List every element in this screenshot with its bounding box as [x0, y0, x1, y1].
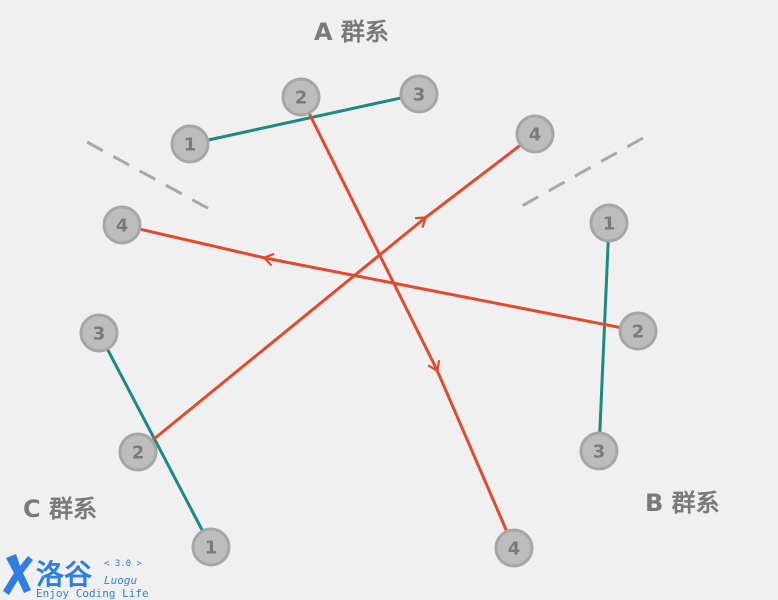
node-a3: 3	[399, 74, 439, 114]
cluster-c-title: C 群系	[23, 495, 97, 523]
node-b3: 3	[579, 431, 619, 471]
edge-b1-b3	[597, 222, 611, 452]
node-b2-label: 2	[632, 322, 645, 343]
divider-left	[86, 140, 214, 213]
logo-slogan: Enjoy Coding Life	[36, 587, 149, 600]
edge-b2-c4	[121, 223, 639, 333]
logo-version: < 3.0 >	[104, 559, 143, 569]
node-a4: 4	[515, 114, 555, 154]
node-c1-label: 1	[205, 538, 218, 559]
node-b1: 1	[589, 203, 629, 243]
node-b2: 2	[618, 311, 658, 351]
logo-name-cn: 洛谷	[36, 558, 93, 591]
logo-name-en: Luogu	[104, 574, 137, 587]
node-a4-label: 4	[529, 125, 542, 146]
node-c4: 4	[102, 205, 142, 245]
node-c3-label: 3	[93, 324, 106, 345]
node-c2: 2	[118, 432, 158, 472]
node-b1-label: 1	[603, 214, 616, 235]
node-a1: 1	[170, 124, 210, 164]
cluster-b-title: B 群系	[645, 489, 720, 517]
edge-a2-bottom4	[299, 96, 516, 549]
luogu-logo: 洛谷 < 3.0 > Luogu Enjoy Coding Life	[3, 554, 149, 600]
node-bottom4-label: 4	[508, 539, 521, 560]
node-b3-label: 3	[593, 442, 606, 463]
node-a1-label: 1	[184, 135, 197, 156]
cluster-a-title: A 群系	[314, 18, 389, 46]
edge-c2-a4	[137, 132, 536, 454]
node-a2-label: 2	[295, 88, 308, 109]
node-a3-label: 3	[413, 85, 426, 106]
luogu-mark-icon	[3, 554, 33, 595]
node-c2-label: 2	[132, 443, 145, 464]
node-bottom4: 4	[494, 528, 534, 568]
node-c1: 1	[191, 527, 231, 567]
divider-right	[519, 136, 644, 209]
node-c3: 3	[79, 313, 119, 353]
edge-a1-a3	[189, 92, 420, 146]
node-a2: 2	[281, 77, 321, 117]
node-c4-label: 4	[116, 216, 129, 237]
